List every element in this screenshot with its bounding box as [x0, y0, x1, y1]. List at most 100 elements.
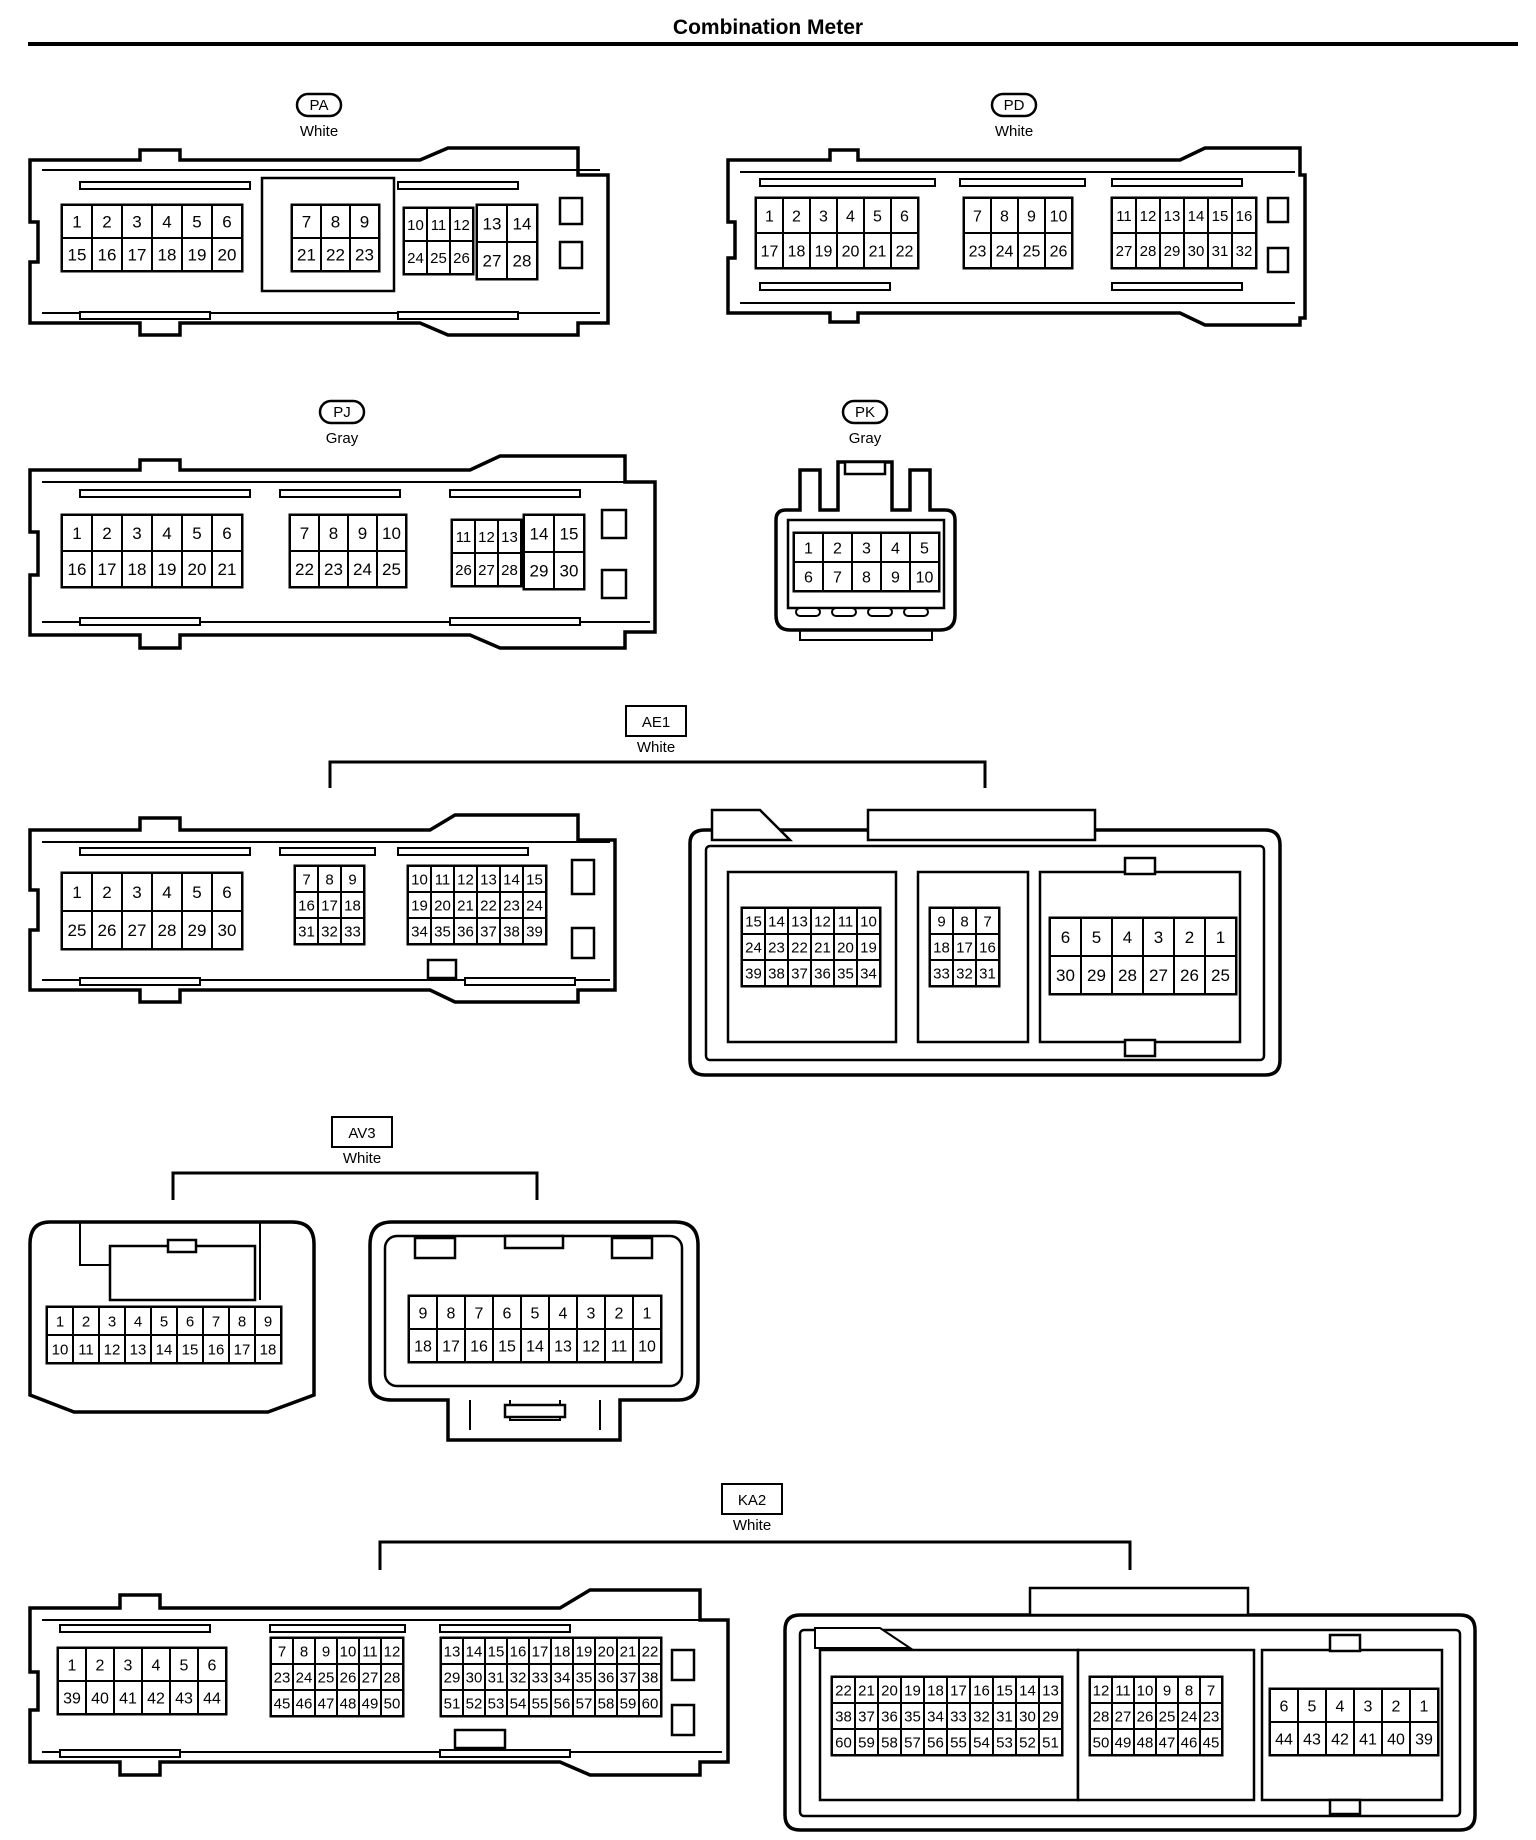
pin-label: 12	[104, 1341, 121, 1358]
pin-cell	[1297, 1721, 1327, 1756]
pin-label: 1	[56, 1313, 64, 1330]
pin-label: 13	[483, 215, 502, 234]
pin-label: 35	[434, 923, 451, 940]
pin-label: 25	[68, 921, 87, 940]
pin-label: 1	[72, 213, 81, 232]
pin-cell	[909, 532, 940, 563]
pin-cell	[61, 872, 93, 912]
pin-label: 18	[414, 1338, 432, 1355]
pin-cell	[211, 237, 243, 272]
pin-label: 58	[881, 1734, 898, 1751]
pin-cell	[46, 1334, 74, 1364]
pin-cell	[121, 237, 153, 272]
pin-cell	[1017, 232, 1046, 269]
pin-label: 11	[1116, 208, 1132, 225]
pin-cell	[211, 514, 243, 552]
pin-label: 18	[788, 243, 806, 260]
connector-code-ka2: KA2	[738, 1492, 766, 1509]
pin-label: 33	[950, 1708, 967, 1725]
pin-label: 22	[295, 560, 314, 579]
pin-label: 55	[950, 1734, 967, 1751]
pin-label: 7	[475, 1305, 484, 1322]
pin-label: 21	[457, 897, 474, 914]
connector-code-pj: PJ	[333, 404, 351, 421]
pin-cell	[1207, 197, 1233, 234]
pin-label: 4	[891, 540, 900, 557]
pin-label: 24	[353, 560, 372, 579]
pin-label: 43	[1303, 1731, 1321, 1748]
pin-cell	[822, 532, 853, 563]
pin-cell	[151, 514, 183, 552]
pin-label: 10	[340, 1643, 357, 1660]
pin-label: 4	[152, 1657, 161, 1674]
pin-label: 18	[344, 897, 361, 914]
pin-label: 6	[900, 208, 909, 225]
pin-cell	[476, 241, 508, 280]
pin-label: 6	[222, 213, 231, 232]
pin-label: 36	[598, 1669, 615, 1686]
pin-label: 37	[620, 1669, 637, 1686]
pin-label: 2	[1392, 1698, 1401, 1715]
connector-label-ka2: KA2 White	[378, 1483, 1132, 1570]
pin-label: 29	[188, 921, 207, 940]
pin-label: 6	[222, 883, 231, 902]
pin-cell	[1353, 1721, 1383, 1756]
pin-cell	[1135, 232, 1161, 269]
pin-cell	[782, 232, 811, 269]
pin-label: 30	[466, 1669, 483, 1686]
pin-cell	[793, 561, 824, 592]
pin-label: 15	[745, 913, 762, 930]
connector-color-pj: Gray	[326, 430, 359, 447]
pin-label: 1	[72, 524, 81, 543]
pin-label: 14	[526, 1338, 544, 1355]
pin-cell	[1199, 1728, 1223, 1756]
pin-label: 3	[132, 524, 141, 543]
pin-label: 31	[996, 1708, 1013, 1725]
pin-label: 7	[212, 1313, 220, 1330]
pin-label: 1	[643, 1305, 652, 1322]
pin-label: 48	[340, 1695, 357, 1712]
pin-label: 45	[274, 1695, 291, 1712]
pin-label: 12	[1093, 1682, 1110, 1699]
pin-label: 6	[1280, 1698, 1289, 1715]
pin-label: 16	[1236, 208, 1253, 225]
pin-label: 17	[442, 1338, 460, 1355]
pin-label: 58	[598, 1695, 615, 1712]
connector-color-ka2: White	[733, 1517, 771, 1534]
pin-label: 32	[510, 1669, 527, 1686]
pin-label: 29	[530, 562, 549, 581]
pin-label: 7	[973, 208, 982, 225]
pin-cell	[98, 1334, 126, 1364]
pin-label: 14	[156, 1341, 173, 1358]
connector-label-pj: PJ Gray	[318, 399, 366, 447]
pin-cell	[211, 910, 243, 950]
pin-label: 12	[453, 217, 470, 234]
pin-label: 13	[554, 1338, 572, 1355]
pin-label: 44	[203, 1690, 221, 1707]
pin-label: 13	[501, 529, 518, 546]
pin-label: 38	[642, 1669, 659, 1686]
pin-label: 47	[318, 1695, 335, 1712]
pin-label: 2	[102, 883, 111, 902]
pin-cell	[492, 1328, 522, 1363]
pin-label: 13	[130, 1341, 147, 1358]
pin-label: 6	[222, 524, 231, 543]
pin-label: 14	[1019, 1682, 1036, 1699]
pin-label: 34	[411, 923, 428, 940]
pin-cell	[181, 237, 213, 272]
pin-label: 13	[444, 1643, 461, 1660]
pin-cell	[291, 237, 322, 272]
pin-label: 34	[554, 1669, 571, 1686]
pin-label: 5	[920, 540, 929, 557]
connector-color-pd: White	[995, 123, 1033, 140]
pin-label: 15	[996, 1682, 1013, 1699]
pin-label: 18	[158, 246, 177, 265]
